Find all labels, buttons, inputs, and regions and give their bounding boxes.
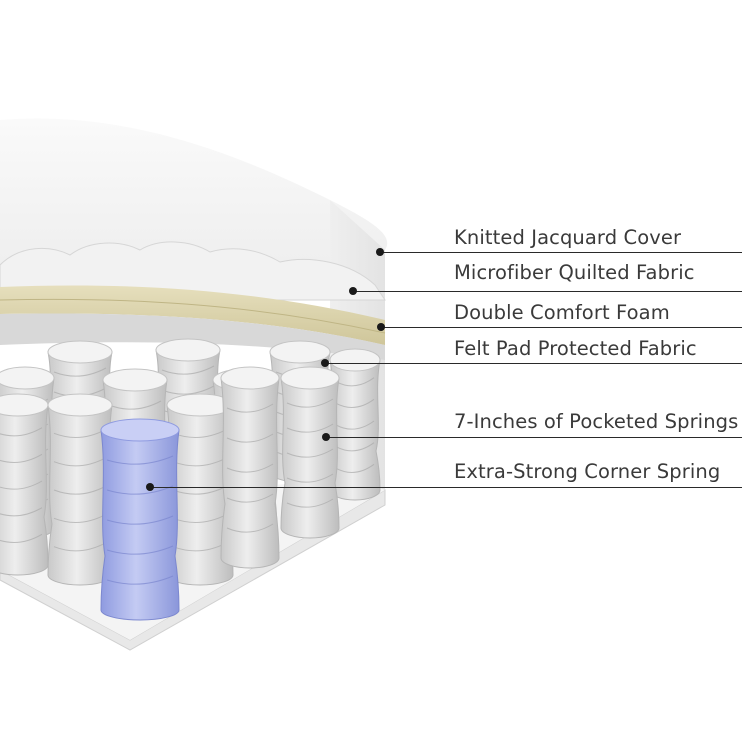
- dot-springs: [322, 433, 330, 441]
- pocket-spring: [329, 348, 381, 501]
- pocket-spring: [47, 393, 113, 586]
- dot-felt: [321, 359, 329, 367]
- dot-microfiber: [349, 287, 357, 295]
- dot-corner: [146, 483, 154, 491]
- leader-line-microfiber: [353, 291, 742, 293]
- leader-line-springs: [326, 437, 742, 439]
- pocket-spring: [220, 366, 280, 569]
- leader-line-felt: [325, 363, 742, 365]
- label-microfiber-quilted-fabric: Microfiber Quilted Fabric: [454, 261, 695, 284]
- label-corner-spring: Extra-Strong Corner Spring: [454, 460, 721, 483]
- leader-line-foam: [381, 327, 742, 329]
- dot-cover: [376, 248, 384, 256]
- label-knitted-jacquard-cover: Knitted Jacquard Cover: [454, 226, 682, 249]
- leader-line-cover: [380, 252, 742, 254]
- corner-spring: [100, 418, 180, 621]
- quilted-fabric: [0, 241, 386, 301]
- label-double-comfort-foam: Double Comfort Foam: [454, 301, 670, 324]
- pocket-spring: [0, 393, 49, 576]
- label-pocketed-springs: 7-Inches of Pocketed Springs: [454, 410, 739, 433]
- label-felt-pad-protected-fabric: Felt Pad Protected Fabric: [454, 337, 697, 360]
- leader-line-corner: [150, 487, 742, 489]
- pocket-spring: [280, 366, 340, 539]
- pocket-spring: [166, 393, 234, 586]
- dot-foam: [377, 323, 385, 331]
- pocketed-springs: [0, 338, 381, 621]
